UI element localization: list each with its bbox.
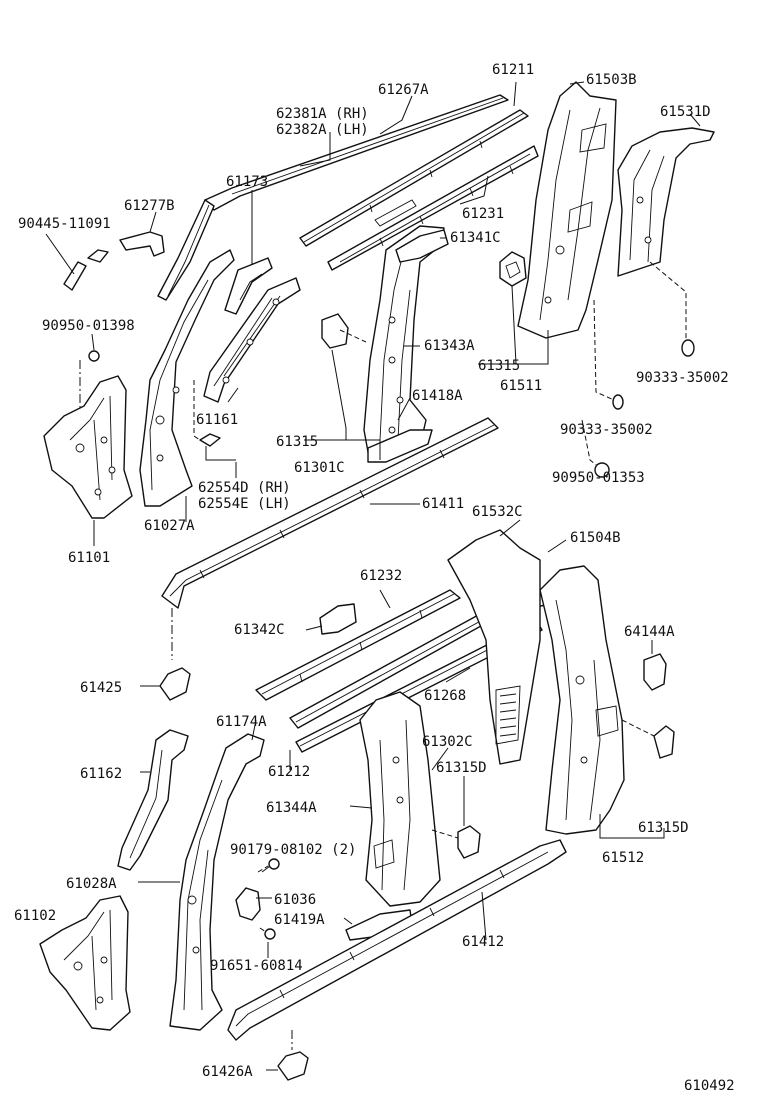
label-61315-center: 61315 [276,434,318,450]
label-61315D-rear: 61315D [638,820,689,836]
label-90950-01353: 90950-01353 [552,470,645,486]
label-90333-35002-a: 90333-35002 [636,370,729,386]
label-91651-60814: 91651-60814 [210,958,303,974]
label-61418A: 61418A [412,388,463,404]
label-61302C: 61302C [422,734,473,750]
label-61425: 61425 [80,680,122,696]
label-61503B: 61503B [586,72,637,88]
label-61511: 61511 [500,378,542,394]
front-pillar-inner-61162 [117,729,189,871]
label-61531D: 61531D [660,104,711,120]
roof-rail-inner-61231 [327,145,539,271]
label-90445-11091: 90445-11091 [18,216,111,232]
cowl-side-61102 [39,895,131,1031]
label-62381A: 62381A (RH) [276,106,369,122]
roof-rail-61211 [299,109,529,247]
label-61232: 61232 [360,568,402,584]
part-labels: 61267A 61211 61503B 62381A (RH) 62382A (… [14,62,735,1094]
label-61504B: 61504B [570,530,621,546]
label-61411: 61411 [422,496,464,512]
label-61412: 61412 [462,934,504,950]
label-61231: 61231 [462,206,504,222]
plate-61315D-rear [653,725,675,759]
bracket-61418A [367,429,433,463]
label-61315-rear: 61315 [478,358,520,374]
label-61344A: 61344A [266,800,317,816]
label-61102: 61102 [14,908,56,924]
label-61162: 61162 [80,766,122,782]
label-62382A: 62382A (LH) [276,122,369,138]
label-61174A: 61174A [216,714,267,730]
label-61212: 61212 [268,764,310,780]
bracket-61426A [277,1051,309,1081]
roof-rail-61267A [157,94,509,301]
front-pillar-outer-61027A [139,249,235,507]
clip-61277B [119,231,165,257]
plate-61315-center [321,313,349,349]
rear-pillar-61504B [539,565,625,835]
cowl-side-61101 [43,375,133,519]
label-61211: 61211 [492,62,534,78]
label-61342C: 61342C [234,622,285,638]
plate-61315D-center [457,825,481,859]
label-61426A: 61426A [202,1064,253,1080]
label-90333-35002-b: 90333-35002 [560,422,653,438]
label-90179-08102: 90179-08102 (2) [230,842,356,858]
label-61036: 61036 [274,892,316,908]
label-61028A: 61028A [66,876,117,892]
label-61277B: 61277B [124,198,175,214]
label-61268: 61268 [424,688,466,704]
rear-pillar-61503B [517,81,617,339]
rear-inner-61531D [617,127,715,277]
label-61512: 61512 [602,850,644,866]
reinforcement-61173 [224,257,273,315]
grommet-90445-11091 [63,261,87,291]
rocker-61412 [227,839,567,1041]
label-61161: 61161 [196,412,238,428]
label-61173: 61173 [226,174,268,190]
bracket-61036 [235,887,261,921]
leader-lines [45,81,701,1071]
label-62554E: 62554E (LH) [198,496,291,512]
front-pillar-outer-61028A [169,733,265,1031]
label-61101: 61101 [68,550,110,566]
rocker-61411 [161,417,499,609]
diagram-code: 610492 [684,1078,735,1094]
label-61419A: 61419A [274,912,325,928]
front-pillar-inner-61161 [203,277,301,403]
cap-90445 [87,249,109,263]
rear-inner-61532C [447,529,541,765]
label-62554D: 62554D (RH) [198,480,291,496]
label-61343A: 61343A [424,338,475,354]
roof-rail-61232 [255,589,461,701]
center-pillar-61302C [359,691,441,907]
bracket-64144A [643,653,667,691]
nut-91651-60814 [264,928,276,940]
label-64144A: 64144A [624,624,675,640]
label-90950-01398: 90950-01398 [42,318,135,334]
label-61315D-center: 61315D [436,760,487,776]
nut-90179-08102 [268,858,280,870]
bracket-61342C [319,603,357,635]
clip-90950-01353 [594,462,610,478]
label-61301C: 61301C [294,460,345,476]
clip-90950-01398 [88,350,100,362]
center-pillar-61301C [363,225,449,461]
label-61267A: 61267A [378,82,429,98]
label-61341C: 61341C [450,230,501,246]
label-61532C: 61532C [472,504,523,520]
label-61027A: 61027A [144,518,195,534]
plug-90333-35002-a [681,339,695,357]
pad-62554D-62554E [199,433,221,447]
plug-90333-35002-b [612,394,624,410]
bracket-61425 [159,667,191,701]
